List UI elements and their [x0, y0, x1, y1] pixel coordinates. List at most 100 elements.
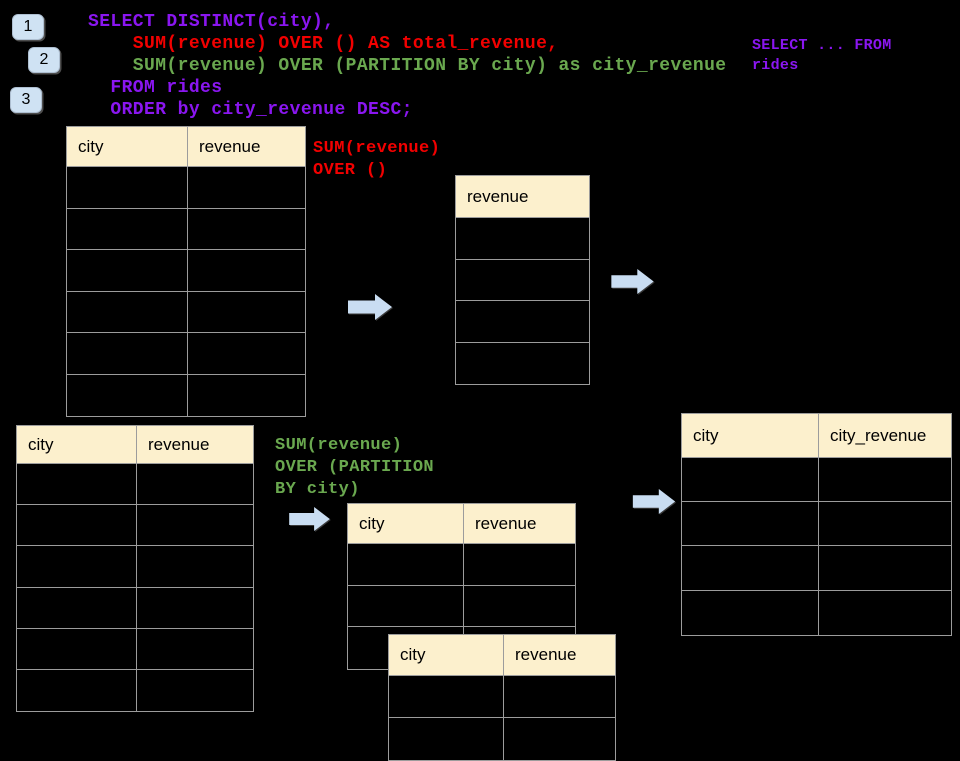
- table-cell: [136, 587, 253, 628]
- column-header-city: city: [78, 136, 104, 156]
- table-cell: [682, 502, 818, 545]
- source-table-top-header: city revenue: [67, 127, 305, 167]
- step-badge-2-label: 2: [39, 51, 49, 68]
- table-row: [348, 544, 575, 586]
- partition-table-front-header: city revenue: [389, 635, 615, 676]
- column-header-city: city: [400, 645, 426, 664]
- table-row: [456, 260, 589, 301]
- total-revenue-table: revenue: [455, 175, 590, 385]
- table-row: [67, 333, 305, 375]
- total-revenue-fn-label: SUM(revenue)OVER (): [313, 138, 440, 182]
- table-row: [456, 218, 589, 260]
- table-cell: [503, 718, 615, 760]
- table-cell: [17, 588, 136, 628]
- table-cell: [456, 260, 589, 301]
- table-row: [17, 587, 253, 629]
- table-row: [682, 546, 951, 591]
- column-header-revenue: revenue: [463, 504, 575, 543]
- column-header-revenue: revenue: [136, 426, 253, 463]
- table-cell: [818, 458, 951, 502]
- table-cell: [187, 333, 305, 374]
- table-cell: [136, 669, 253, 712]
- city-revenue-fn-line-3: BY city): [275, 480, 360, 499]
- sql-query-code: SELECT DISTINCT(city), SUM(revenue) OVER…: [88, 11, 727, 121]
- table-cell: [136, 628, 253, 669]
- sql-line-select-distinct: SELECT DISTINCT(city),: [88, 12, 335, 32]
- table-cell: [17, 629, 136, 669]
- table-cell: [456, 343, 589, 385]
- table-cell: [17, 464, 136, 504]
- table-cell: [389, 676, 503, 717]
- table-cell: [17, 505, 136, 545]
- table-row: [17, 464, 253, 506]
- table-cell: [136, 546, 253, 587]
- table-cell: [67, 375, 187, 417]
- city-revenue-fn-line-1: SUM(revenue): [275, 436, 403, 455]
- table-row: [67, 250, 305, 292]
- column-header-revenue: revenue: [467, 186, 529, 206]
- source-table-bottom: city revenue: [16, 425, 254, 713]
- table-cell: [17, 670, 136, 711]
- total-revenue-fn-line-1: SUM(revenue): [313, 139, 441, 158]
- table-cell: [17, 546, 136, 586]
- arrow-right-icon: [348, 294, 392, 320]
- table-cell: [682, 591, 818, 635]
- slide-canvas: { "steps": [ { "number": "1" }, { "numbe…: [10, 11, 952, 761]
- city-revenue-fn-line-2: OVER (PARTITION: [275, 458, 435, 477]
- column-header-city: city: [693, 425, 719, 445]
- step-badge-2: 2: [28, 47, 60, 73]
- city-revenue-result-header: city city_revenue: [682, 414, 951, 458]
- column-header-revenue: revenue: [187, 127, 305, 166]
- arrow-right-icon: [632, 489, 676, 514]
- table-row: [389, 718, 615, 760]
- table-row: [682, 590, 951, 635]
- partition-table-front: city revenue: [388, 634, 616, 761]
- column-header-revenue: revenue: [503, 635, 615, 675]
- table-cell: [187, 374, 305, 416]
- sql-line-total-revenue: SUM(revenue) OVER () AS total_revenue,: [88, 34, 559, 54]
- step-badge-3-label: 3: [21, 91, 31, 108]
- table-cell: [389, 718, 503, 760]
- table-cell: [456, 301, 589, 342]
- sql-line-city-revenue: SUM(revenue) OVER (PARTITION BY city) as…: [88, 56, 727, 76]
- table-cell: [456, 218, 589, 259]
- table-cell: [503, 676, 615, 717]
- total-revenue-table-header: revenue: [456, 176, 589, 218]
- column-header-city: city: [359, 513, 385, 533]
- sql-line-order-by: ORDER by city_revenue DESC;: [88, 100, 413, 120]
- table-row: [389, 676, 615, 718]
- table-row: [17, 669, 253, 712]
- city-revenue-fn-label: SUM(revenue) OVER (PARTITION BY city): [275, 435, 434, 501]
- arrow-right-icon: [289, 507, 330, 531]
- table-cell: [187, 167, 305, 208]
- sql-line-from: FROM rides: [88, 78, 223, 98]
- table-row: [456, 301, 589, 343]
- table-row: [67, 208, 305, 250]
- column-header-city: city: [28, 434, 54, 454]
- column-header-city-revenue: city_revenue: [818, 414, 951, 457]
- table-cell: [67, 292, 187, 333]
- table-cell: [682, 458, 818, 501]
- table-cell: [818, 502, 951, 546]
- table-row: [682, 458, 951, 503]
- table-cell: [187, 208, 305, 249]
- table-cell: [187, 250, 305, 291]
- table-cell: [463, 585, 575, 627]
- city-revenue-result-table: city city_revenue: [681, 413, 952, 636]
- table-row: [348, 585, 575, 628]
- table-row: [17, 546, 253, 588]
- table-cell: [682, 546, 818, 589]
- table-cell: [348, 586, 463, 627]
- table-cell: [67, 333, 187, 374]
- side-note-line-2: rides: [752, 57, 799, 74]
- step-badge-1-label: 1: [23, 18, 33, 35]
- table-cell: [818, 546, 951, 590]
- table-cell: [818, 590, 951, 635]
- partition-table-back: city revenue: [347, 503, 576, 671]
- table-cell: [67, 209, 187, 250]
- table-cell: [67, 167, 187, 208]
- table-cell: [67, 250, 187, 291]
- table-row: [456, 343, 589, 385]
- source-table-top: city revenue: [66, 126, 306, 417]
